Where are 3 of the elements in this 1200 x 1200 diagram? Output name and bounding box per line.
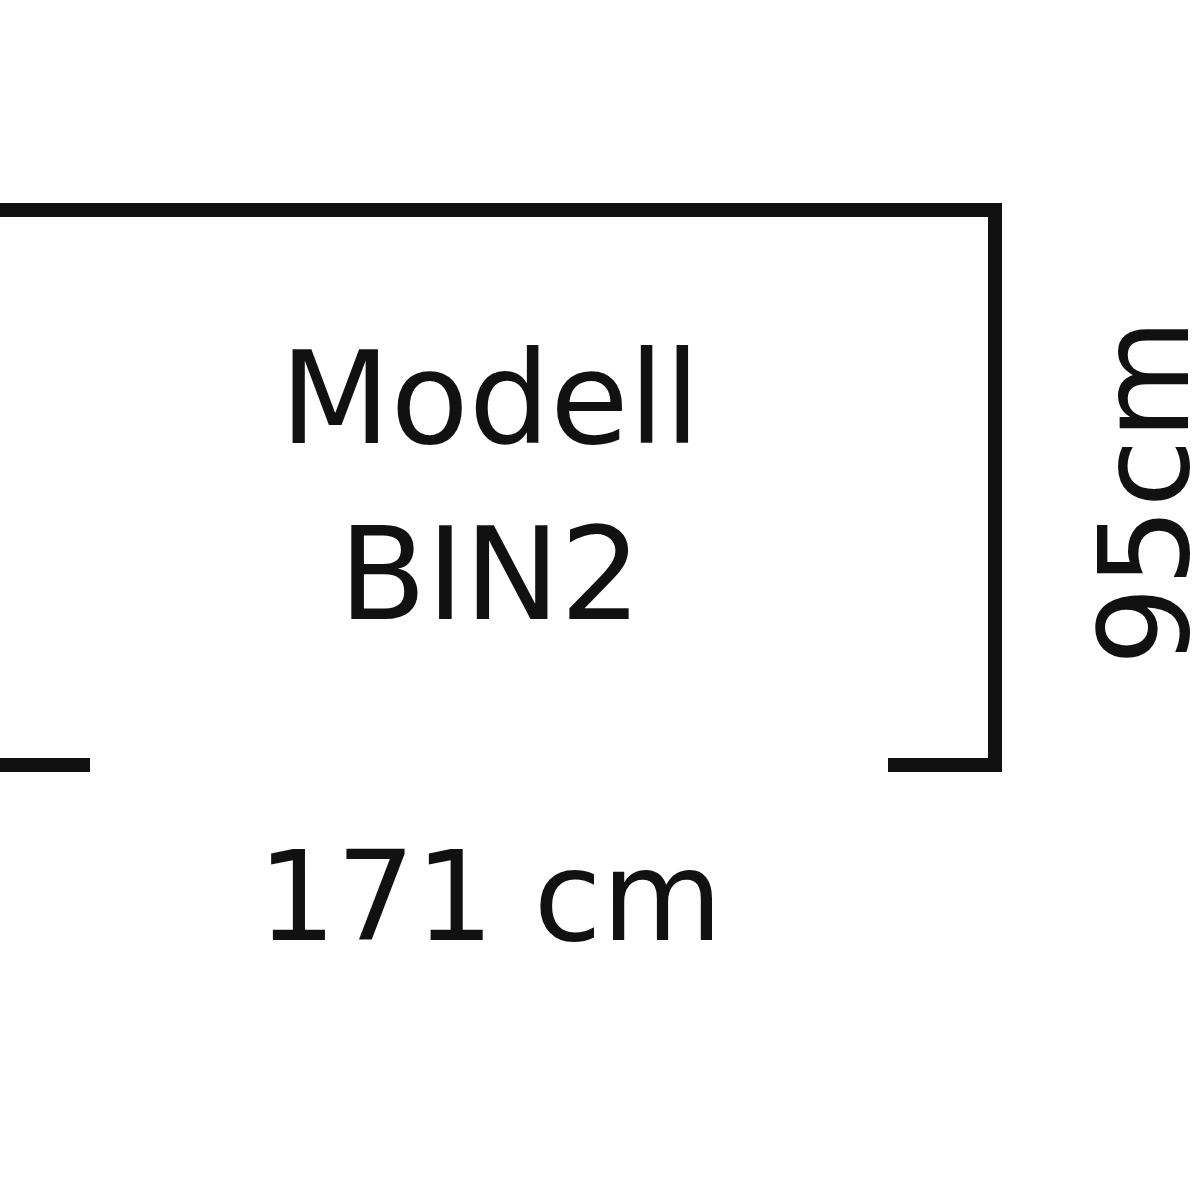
model-label: Modell BIN2 <box>279 323 701 651</box>
dimension-label: 95cm <box>1083 317 1200 668</box>
dimension-label: 171 cm <box>256 835 724 959</box>
